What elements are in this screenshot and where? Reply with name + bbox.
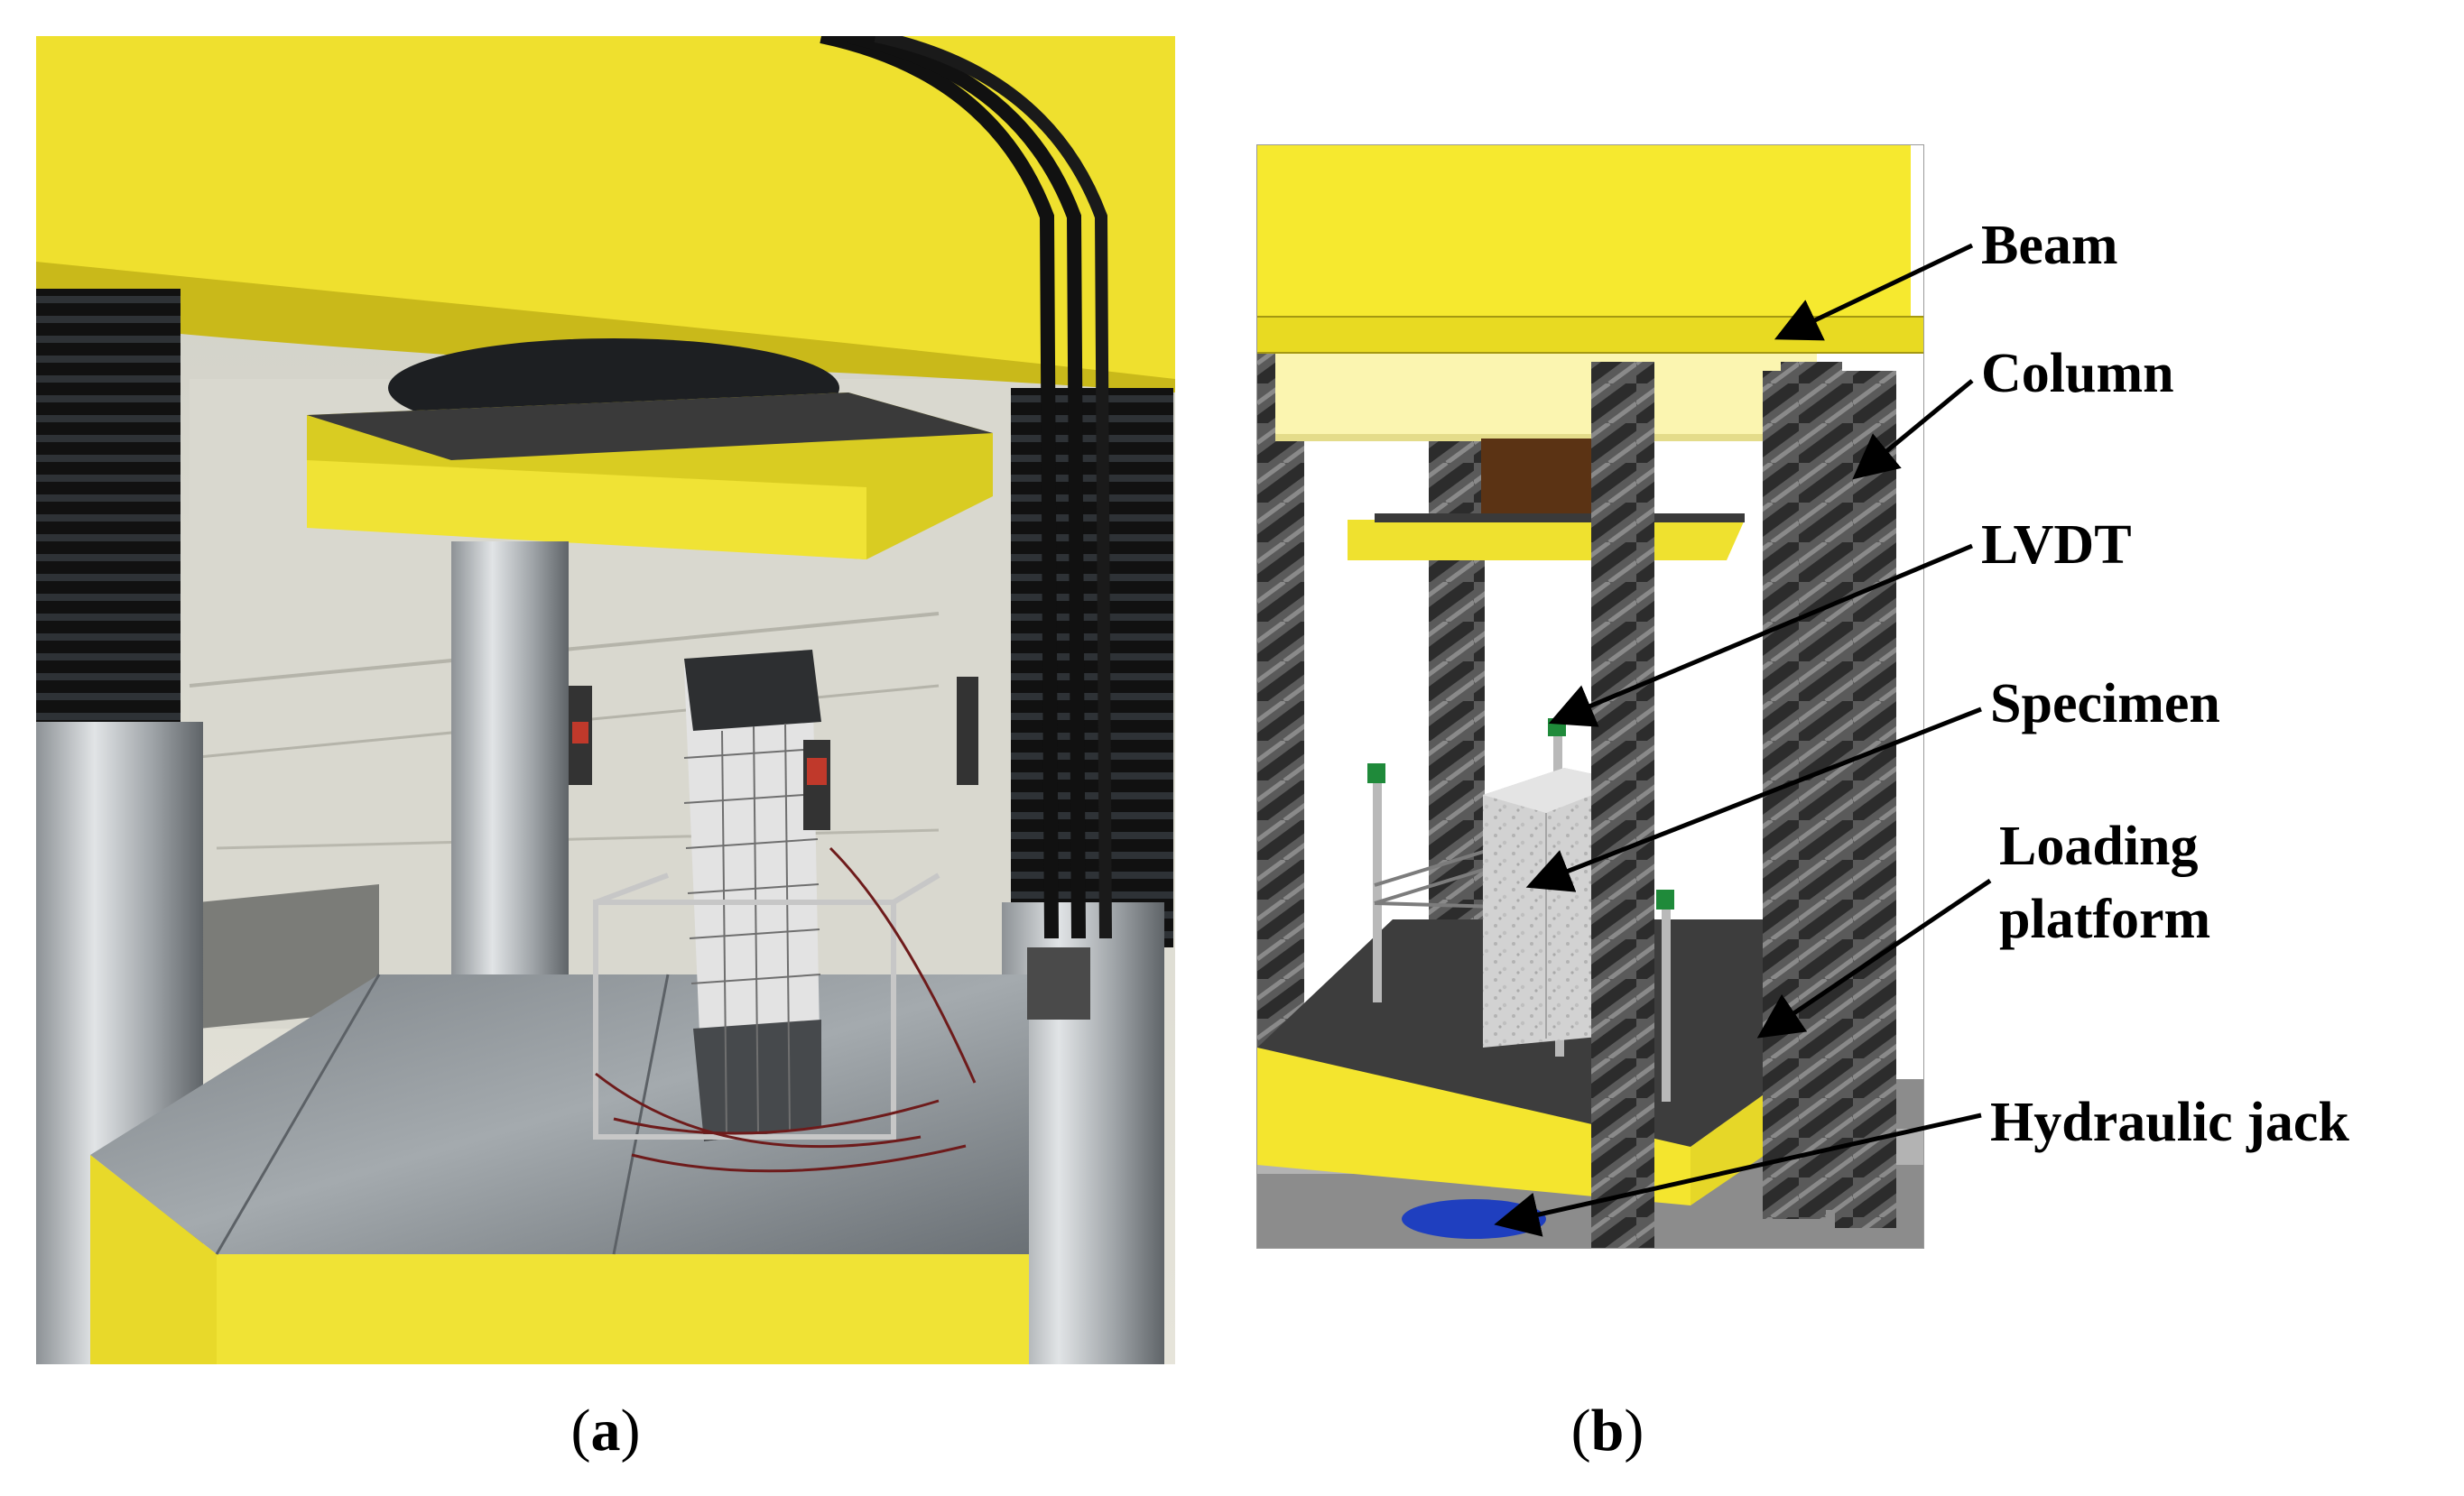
label-hydraulic-jack: Hydraulic jack — [1990, 1092, 2349, 1153]
label-loading-platform-line2: platform — [1999, 888, 2211, 950]
label-specimen: Specimen — [1990, 673, 2220, 734]
photo-illustration — [36, 36, 1175, 1364]
caption-a-open: ( — [570, 1398, 591, 1464]
label-loading-platform: Loading platform — [1999, 810, 2210, 956]
label-beam: Beam — [1981, 215, 2118, 276]
model-panel-b — [1256, 144, 1924, 1249]
photo-panel-a — [36, 36, 1175, 1364]
label-loading-platform-line1: Loading — [1999, 816, 2199, 877]
caption-a: (a) — [515, 1397, 696, 1465]
caption-b-open: ( — [1570, 1398, 1591, 1464]
label-column: Column — [1981, 343, 2174, 404]
caption-b-close: ) — [1624, 1398, 1644, 1464]
caption-b-letter: b — [1590, 1398, 1625, 1464]
label-lvdt: LVDT — [1981, 514, 2132, 576]
model-illustration — [1257, 145, 1923, 1248]
caption-a-letter: a — [590, 1398, 621, 1464]
caption-a-close: ) — [620, 1398, 641, 1464]
caption-b: (b) — [1517, 1397, 1698, 1465]
